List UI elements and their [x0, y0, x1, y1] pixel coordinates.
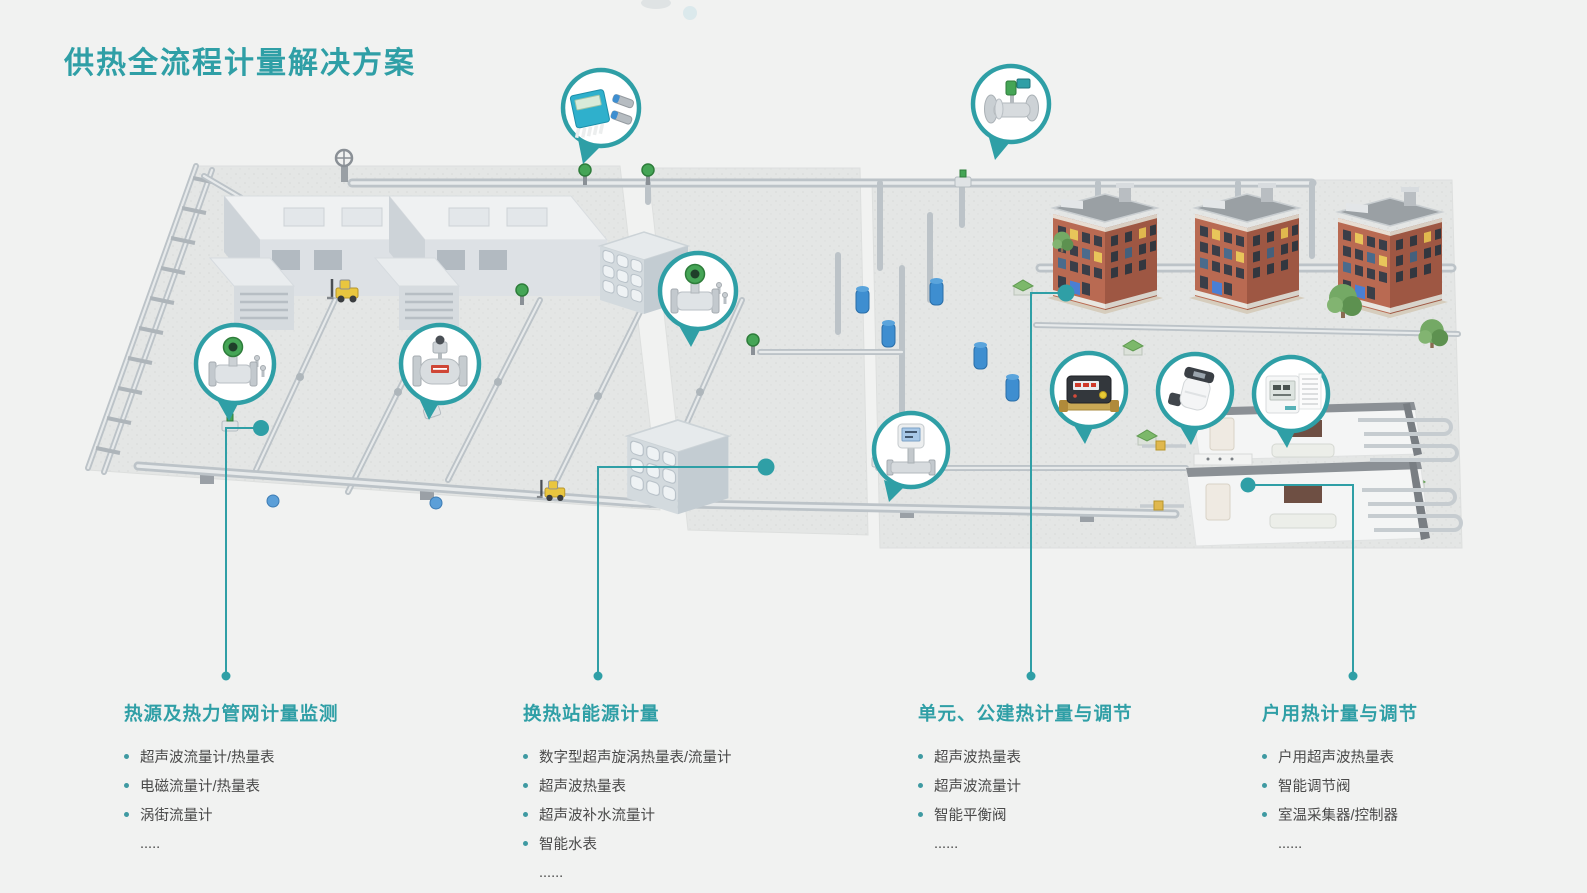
bullet-item: 智能水表 [523, 829, 853, 858]
bullet-item: ..... [124, 829, 454, 858]
digital-vortex-meter-display-icon [886, 423, 936, 476]
bullet-dot-icon [918, 812, 923, 817]
bullet-item: ...... [918, 829, 1248, 858]
bullet-item-label: 户用超声波热量表 [1278, 750, 1394, 766]
callout-electromagnetic-flowmeter [398, 322, 482, 420]
column-items: 数字型超声旋涡热量表/流量计超声波热量表超声波补水流量计智能水表...... [523, 742, 853, 887]
bullet-item-label: 超声波流量计/热量表 [140, 750, 275, 766]
bullet-item: ...... [1262, 829, 1587, 858]
legend-column-household: 户用热计量与调节 户用超声波热量表智能调节阀室温采集器/控制器...... [1262, 700, 1587, 858]
bullet-dot-icon [523, 812, 528, 817]
bullet-item-label: 超声波流量计 [934, 779, 1021, 795]
pump-icon [929, 277, 944, 306]
bullet-item: 户用超声波热量表 [1262, 742, 1587, 771]
pump-icon [973, 341, 988, 370]
bullet-dot-icon [523, 841, 528, 846]
bullet-item: ...... [523, 858, 853, 887]
bullet-dot-icon [918, 754, 923, 759]
bullet-item: 电磁流量计/热量表 [124, 771, 454, 800]
bullet-item: 智能调节阀 [1262, 771, 1587, 800]
bullet-dot-icon [523, 754, 528, 759]
bullet-dot-icon [1262, 812, 1267, 817]
leader-building-unit [1026, 284, 1075, 681]
column-items: 超声波流量计/热量表电磁流量计/热量表涡街流量计..... [124, 742, 454, 858]
bullet-item-label: ...... [934, 835, 959, 852]
column-items: 超声波热量表超声波流量计智能平衡阀...... [918, 742, 1248, 858]
bullet-item-label: 电磁流量计/热量表 [140, 779, 261, 795]
bullet-item-label: 智能调节阀 [1278, 779, 1351, 795]
bullet-item-label: 超声波补水流量计 [539, 808, 655, 824]
bullet-item: 超声波热量表 [918, 742, 1248, 771]
bullet-item-label: 超声波热量表 [539, 779, 626, 795]
pump-icon [881, 319, 896, 348]
legend-column-exchange-station: 换热站能源计量 数字型超声旋涡热量表/流量计超声波热量表超声波补水流量计智能水表… [523, 700, 853, 887]
bullet-item: 涡街流量计 [124, 800, 454, 829]
bullet-item-label: 数字型超声旋涡热量表/流量计 [539, 750, 732, 766]
callout-digital-vortex-meter [871, 410, 951, 502]
pipe-meter-icon [954, 169, 972, 188]
column-items: 户用超声波热量表智能调节阀室温采集器/控制器...... [1262, 742, 1587, 858]
callout-flanged-heat-meter [970, 63, 1052, 160]
callout-household-heat-meter [1049, 350, 1129, 444]
bullet-item-label: ...... [1278, 835, 1303, 852]
bullet-dot-icon [1262, 783, 1267, 788]
callout-smart-regulating-valve [1155, 351, 1235, 445]
leader-household [1240, 477, 1358, 681]
bullet-item: 数字型超声旋涡热量表/流量计 [523, 742, 853, 771]
bullet-item: 超声波热量表 [523, 771, 853, 800]
column-heading: 热源及热力管网计量监测 [124, 703, 339, 724]
column-heading: 户用热计量与调节 [1262, 703, 1419, 724]
bullet-dot-icon [918, 783, 923, 788]
callout-vortex-flowmeter-green-head [657, 250, 739, 347]
leader-exchange-station [593, 458, 775, 681]
bullet-item: 超声波流量计/热量表 [124, 742, 454, 771]
bullet-item-label: 智能水表 [539, 837, 597, 853]
pump-icon [1005, 373, 1020, 402]
page-title: 供热全流程计量解决方案 [64, 47, 416, 80]
legend-column-building-unit: 单元、公建热计量与调节 超声波热量表超声波流量计智能平衡阀...... [918, 700, 1248, 858]
bullet-item: 超声波流量计 [918, 771, 1248, 800]
callout-room-thermostat [1251, 354, 1331, 448]
callout-clamp-on-ultrasonic-flowmeter [560, 67, 642, 164]
smart-regulating-valve-icon [1167, 366, 1215, 411]
pipe-rack [85, 163, 265, 475]
bullet-dot-icon [1262, 754, 1267, 759]
legend-column-heat-source: 热源及热力管网计量监测 超声波流量计/热量表电磁流量计/热量表涡街流量计....… [124, 700, 454, 858]
bullet-item-label: 室温采集器/控制器 [1278, 808, 1399, 824]
column-heading: 换热站能源计量 [523, 703, 660, 724]
bullet-item: 室温采集器/控制器 [1262, 800, 1587, 829]
column-heading: 单元、公建热计量与调节 [918, 703, 1133, 724]
top-edge-artifacts [641, 0, 697, 20]
bullet-dot-icon [124, 812, 129, 817]
callouts [193, 63, 1331, 502]
bullet-item-label: ..... [140, 835, 161, 852]
room-interior [1185, 453, 1431, 547]
callout-vortex-flowmeter [193, 322, 277, 421]
bullet-item: 超声波补水流量计 [523, 800, 853, 829]
bullet-dot-icon [124, 783, 129, 788]
clamp-on-ultrasonic-flowmeter-icon [569, 89, 635, 139]
bullet-item-label: 涡街流量计 [140, 808, 213, 824]
bullet-item: 智能平衡阀 [918, 800, 1248, 829]
heat-source-plant [85, 148, 1317, 522]
electromagnetic-flowmeter-icon [412, 335, 468, 387]
bullet-item-label: 智能平衡阀 [934, 808, 1007, 824]
household-ultrasonic-heat-meter-icon [1059, 375, 1119, 412]
boiler-building [373, 195, 609, 330]
bullet-dot-icon [124, 754, 129, 759]
bullet-item-label: 超声波热量表 [934, 750, 1021, 766]
bullet-dot-icon [523, 783, 528, 788]
valve-wheel [334, 148, 354, 182]
leader-heat-source [221, 420, 269, 681]
pump-icon [855, 285, 870, 314]
bullet-item-label: ...... [539, 864, 564, 881]
leader-lines [221, 284, 1358, 681]
room-thermostat-controller-icon [1265, 373, 1322, 414]
flanged-heat-meter-icon [984, 78, 1039, 124]
